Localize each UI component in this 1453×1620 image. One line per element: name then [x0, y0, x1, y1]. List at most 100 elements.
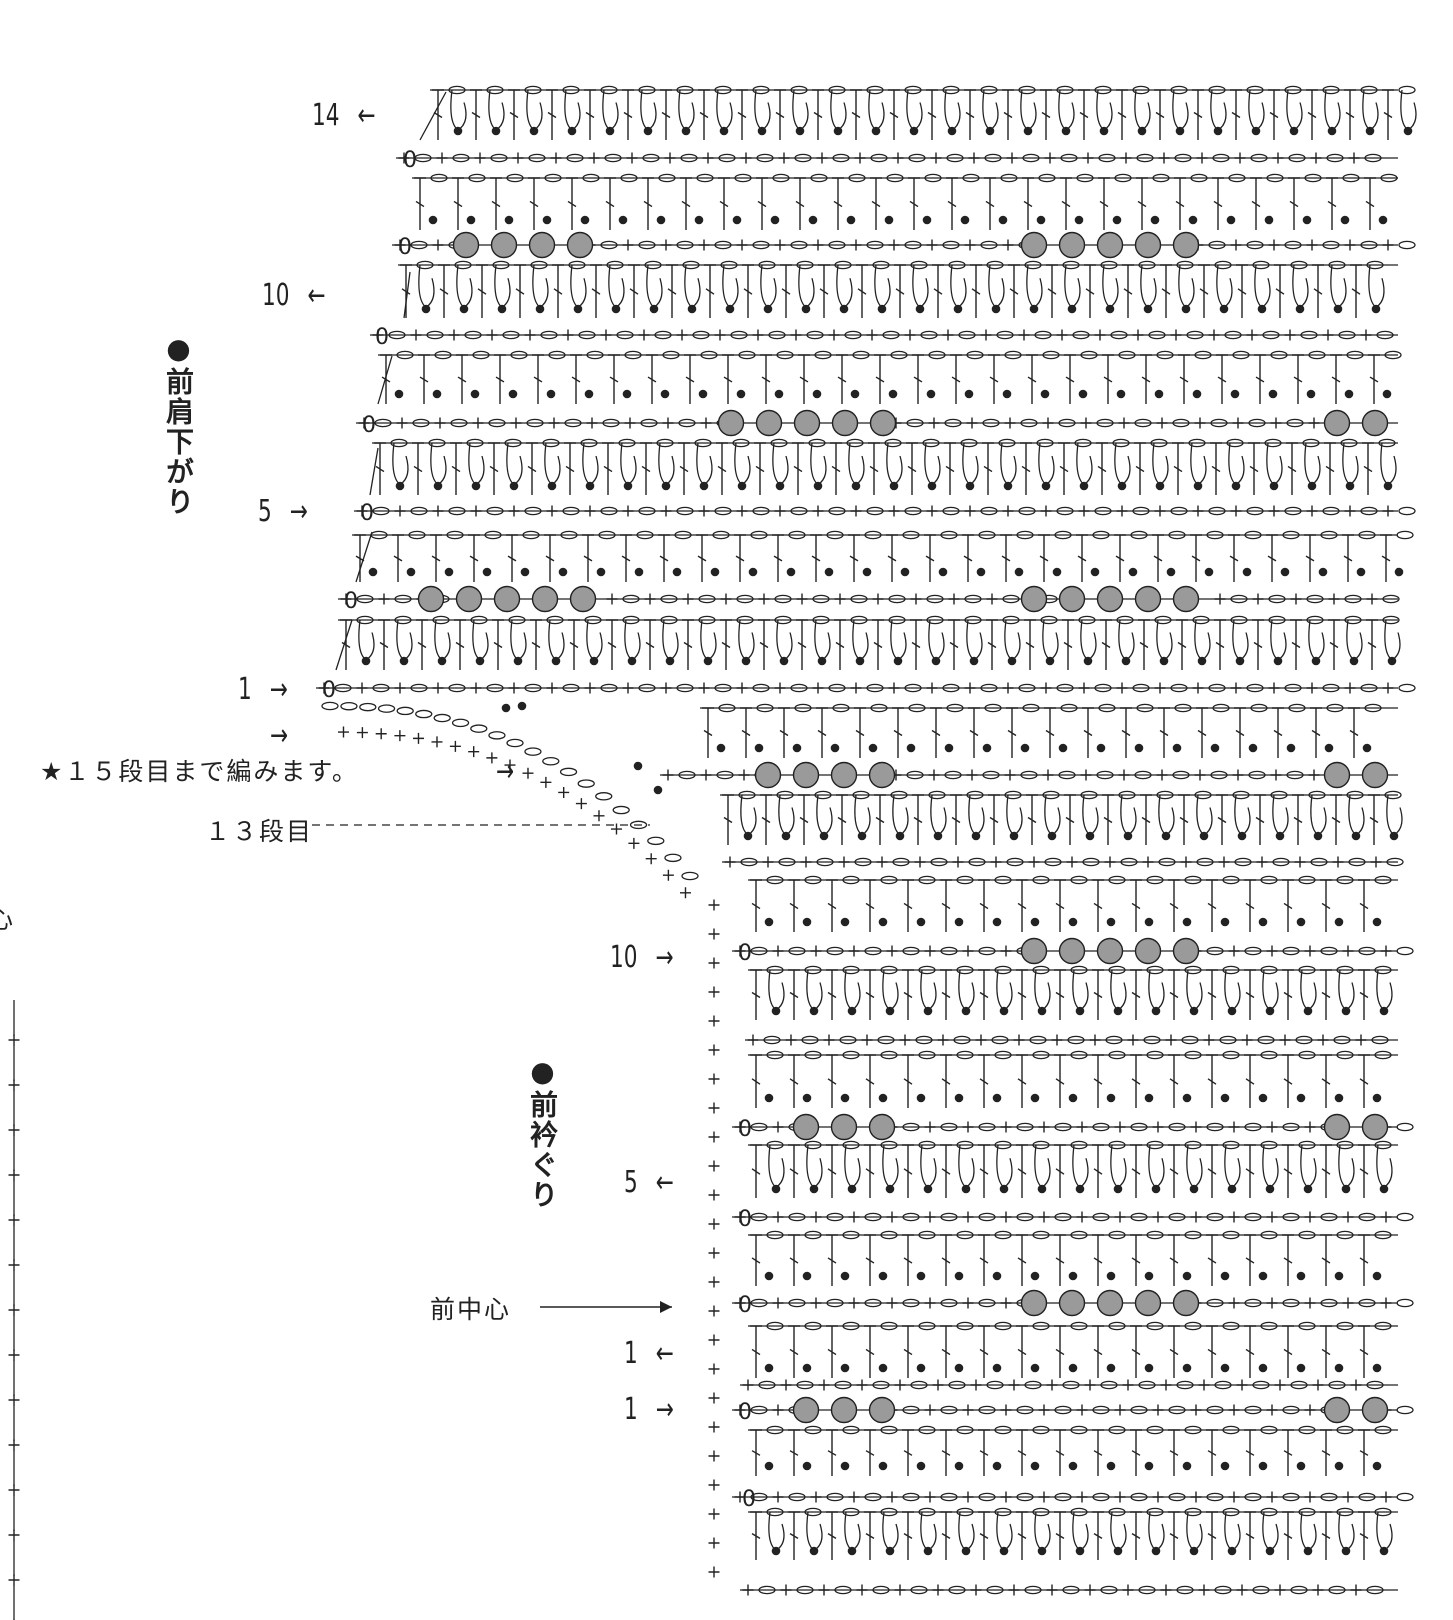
chain-stitch-icon: [991, 1035, 1009, 1045]
curl-stitch-icon: [1080, 619, 1097, 661]
edge-decrease-line: [355, 531, 373, 583]
single-crochet-icon: [1190, 1211, 1202, 1223]
single-crochet-icon: [8, 1079, 20, 1091]
chain-stitch-icon: [1244, 1298, 1262, 1308]
chain-stitch-icon: [1184, 1425, 1202, 1435]
chain-stitch-icon: [918, 1140, 936, 1150]
slip-stitch-icon: [611, 304, 621, 314]
chain-stitch-icon: [1295, 1035, 1313, 1045]
slip-stitch-icon: [681, 126, 691, 136]
double-crochet-icon: [1282, 1511, 1294, 1560]
single-crochet-icon: [1116, 682, 1128, 694]
double-crochet-icon: [1358, 1144, 1370, 1198]
single-crochet-icon: [708, 899, 720, 911]
chain-stitch-icon: [1070, 1321, 1088, 1331]
chain-stitch-icon: [600, 683, 618, 693]
double-crochet-icon: [1116, 89, 1128, 140]
curl-stitch-icon: [1110, 969, 1127, 1011]
curl-stitch-icon: [944, 89, 961, 131]
curl-stitch-icon: [1186, 1511, 1203, 1552]
single-crochet-icon: [856, 1584, 868, 1596]
single-crochet-icon: [1114, 1211, 1126, 1223]
slip-stitch-icon: [961, 1006, 971, 1016]
chain-stitch-icon: [1074, 438, 1092, 448]
double-crochet-icon: [870, 177, 882, 230]
single-crochet-icon: [962, 1491, 974, 1503]
chain-stitch-icon: [1286, 418, 1304, 428]
curl-stitch-icon: [920, 1144, 937, 1189]
single-crochet-icon: [1190, 1491, 1202, 1503]
chain-stitch-icon: [940, 1122, 958, 1132]
chain-stitch-icon: [832, 153, 850, 163]
double-crochet-icon: [1206, 1054, 1218, 1108]
single-crochet-icon: [1230, 505, 1242, 517]
chain-stitch-icon: [1146, 1230, 1164, 1240]
double-crochet-icon: [1210, 442, 1222, 495]
double-crochet-icon: [720, 619, 732, 670]
double-crochet-icon: [988, 354, 1000, 404]
double-crochet-icon: [1130, 1511, 1142, 1560]
curl-stitch-icon: [582, 442, 599, 486]
bobble-stitch-icon: [1323, 1113, 1351, 1141]
single-crochet-icon: [800, 856, 812, 868]
single-crochet-icon: [876, 856, 888, 868]
slip-stitch-icon: [542, 215, 552, 225]
single-crochet-icon: [358, 417, 370, 429]
single-crochet-icon: [962, 1121, 974, 1133]
single-crochet-icon: [318, 682, 330, 694]
chain-stitch-icon: [430, 173, 448, 183]
single-crochet-icon: [1350, 1584, 1362, 1596]
single-crochet-icon: [8, 1484, 20, 1496]
single-crochet-icon: [966, 417, 978, 429]
double-crochet-icon: [826, 1144, 838, 1198]
curl-stitch-icon: [532, 264, 549, 309]
chain-stitch-icon: [1138, 1585, 1156, 1595]
single-crochet-icon: [736, 239, 748, 251]
double-crochet-icon: [696, 534, 708, 582]
chain-stitch-icon: [600, 85, 618, 95]
double-crochet-icon: [1282, 879, 1294, 932]
chain-stitch-icon: [1060, 153, 1078, 163]
double-crochet-icon: [1320, 1144, 1332, 1198]
slip-stitch-icon: [1085, 831, 1095, 841]
double-crochet-icon: [1206, 1144, 1218, 1198]
chain-stitch-icon: [1136, 153, 1154, 163]
slip-stitch-icon: [1403, 126, 1413, 136]
chain-stitch-icon: [1322, 683, 1340, 693]
single-crochet-icon: [1152, 1211, 1164, 1223]
double-crochet-icon: [1092, 1511, 1104, 1560]
single-crochet-icon: [1084, 1379, 1096, 1391]
single-crochet-icon: [924, 1297, 936, 1309]
slip-stitch-icon: [1113, 1184, 1123, 1194]
slip-stitch-icon: [1219, 304, 1229, 314]
bobble-stitch-icon: [755, 409, 783, 437]
single-crochet-icon: [937, 1034, 949, 1046]
row-number: 5: [258, 494, 272, 529]
curl-stitch-icon: [1272, 794, 1289, 836]
single-crochet-icon: [962, 1297, 974, 1309]
single-crochet-icon: [1194, 769, 1206, 781]
single-crochet-icon: [708, 1015, 720, 1027]
slip-stitch-icon: [1220, 1363, 1230, 1373]
chain-stitch-icon: [394, 594, 412, 604]
single-crochet-icon: [886, 1211, 898, 1223]
single-crochet-icon: [584, 505, 596, 517]
slip-stitch-icon: [1047, 831, 1057, 841]
slip-stitch-icon: [878, 1363, 888, 1373]
chain-stitch-icon: [390, 438, 408, 448]
slip-stitch-icon: [1068, 1271, 1078, 1281]
single-crochet-icon: [1076, 1211, 1088, 1223]
double-crochet-icon: [1288, 177, 1300, 230]
chain-stitch-icon: [638, 683, 656, 693]
chain-stitch-icon: [1358, 1298, 1376, 1308]
single-crochet-icon: [866, 329, 878, 341]
slip-stitch-icon: [649, 304, 659, 314]
single-crochet-icon: [1228, 1297, 1240, 1309]
bobble-stitch-icon: [1172, 937, 1200, 965]
chain-stitch-icon: [622, 615, 640, 625]
chain-stitch-icon: [396, 350, 414, 360]
single-crochet-icon: [747, 1034, 759, 1046]
chain-stitch-icon: [1328, 260, 1346, 270]
chain-stitch-icon: [1108, 1321, 1126, 1331]
curl-stitch-icon: [760, 264, 777, 309]
